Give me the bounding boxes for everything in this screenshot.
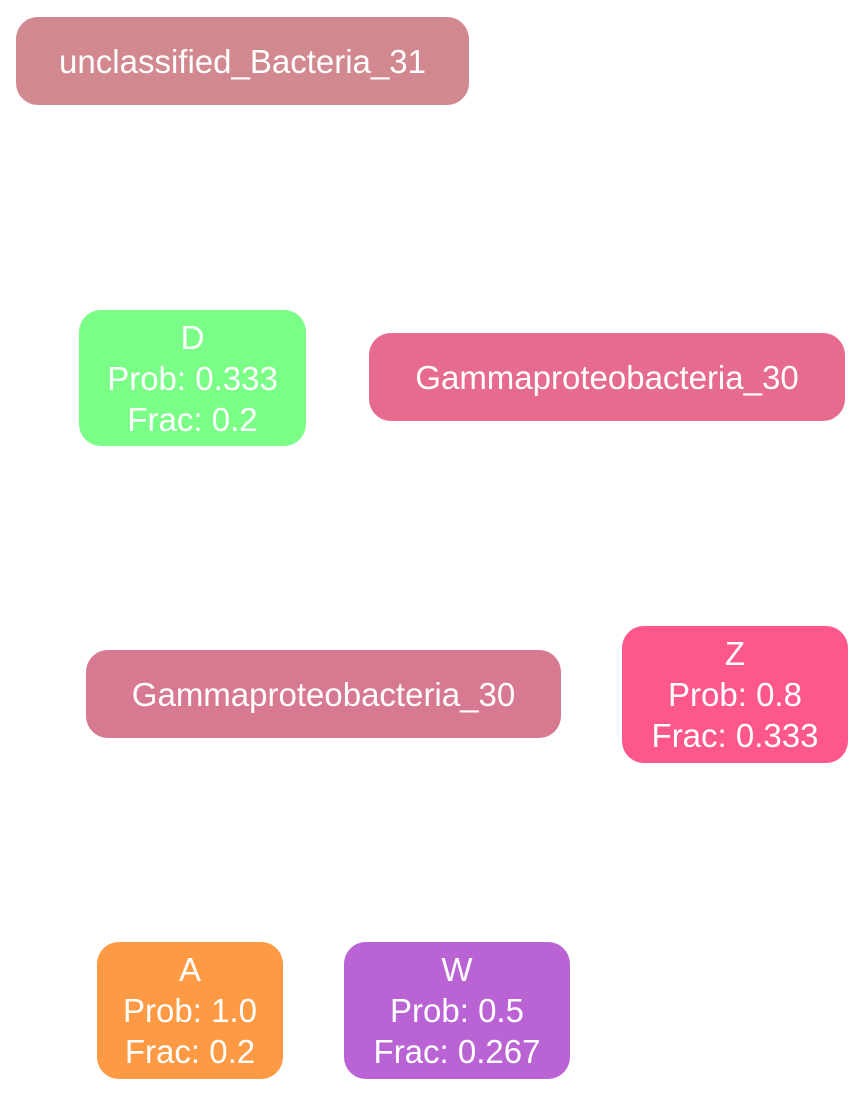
node-name: Z (724, 635, 746, 672)
node-prob: Prob: 1.0 (123, 992, 257, 1029)
node-frac: Frac: 0.333 (651, 717, 819, 754)
node-z: Z Prob: 0.8 Frac: 0.333 (622, 626, 848, 763)
node-label: Gammaproteobacteria_30 (415, 358, 799, 396)
node-label: Gammaproteobacteria_30 (131, 675, 516, 713)
node-a: A Prob: 1.0 Frac: 0.2 (97, 942, 283, 1079)
node-name: W (441, 951, 473, 988)
node-gammaproteobacteria-30-middle: Gammaproteobacteria_30 (86, 650, 561, 738)
node-prob: Prob: 0.333 (107, 359, 278, 397)
node-prob: Prob: 0.8 (668, 676, 802, 713)
node-d: D Prob: 0.333 Frac: 0.2 (79, 310, 306, 446)
node-label: unclassified_Bacteria_31 (59, 42, 426, 80)
node-name: A (178, 951, 201, 988)
node-prob: Prob: 0.5 (390, 992, 524, 1029)
node-frac: Frac: 0.2 (127, 400, 258, 438)
node-w: W Prob: 0.5 Frac: 0.267 (344, 942, 570, 1079)
node-unclassified-bacteria-31: unclassified_Bacteria_31 (16, 17, 469, 105)
node-frac: Frac: 0.2 (124, 1033, 256, 1070)
node-gammaproteobacteria-30-top: Gammaproteobacteria_30 (369, 333, 845, 421)
node-name: D (180, 318, 205, 356)
node-frac: Frac: 0.267 (373, 1033, 541, 1070)
